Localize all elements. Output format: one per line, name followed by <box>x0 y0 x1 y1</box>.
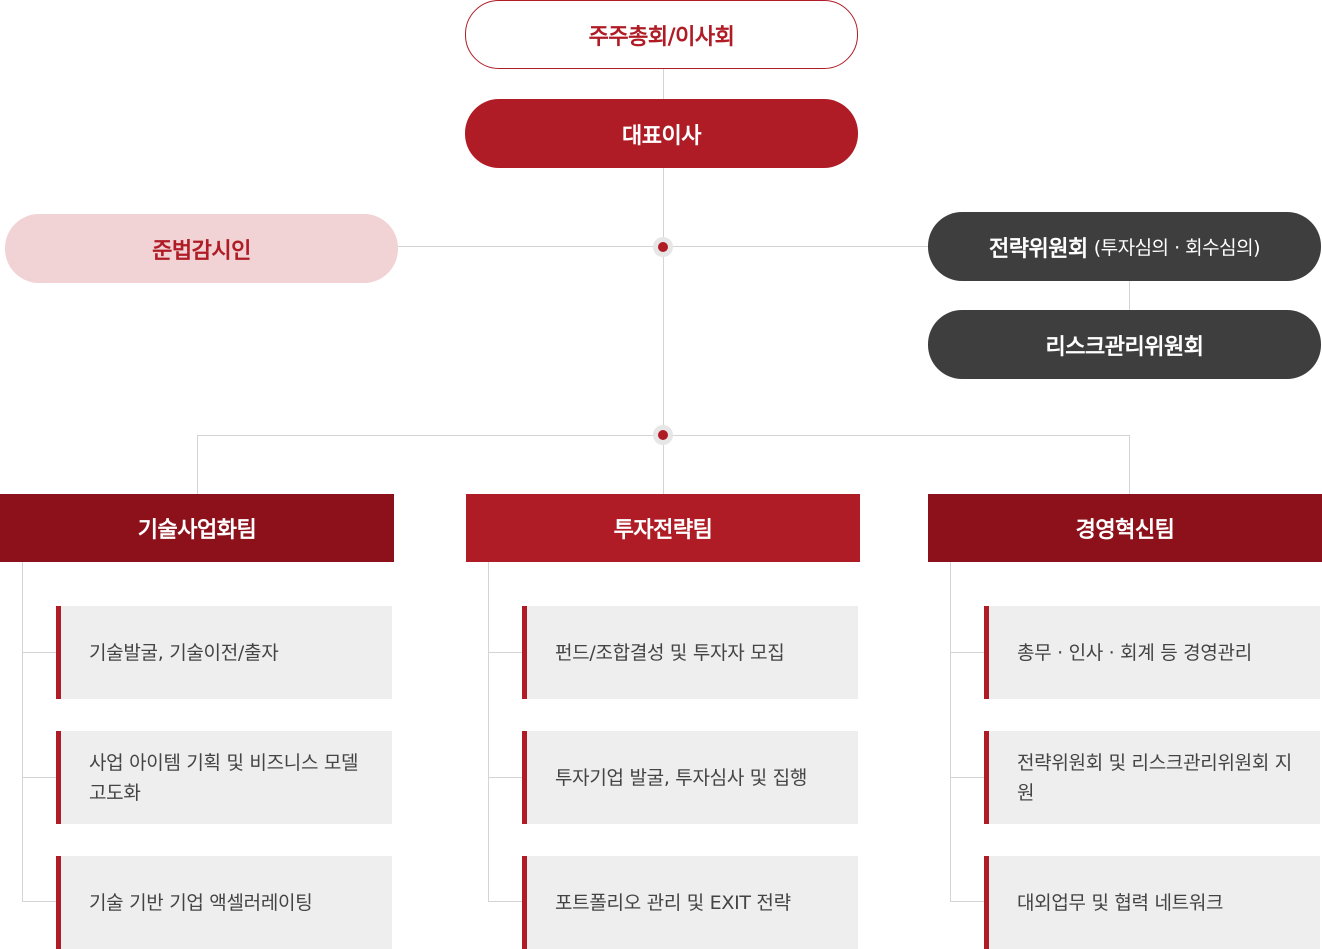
tree-line-team1 <box>22 562 23 902</box>
item-text: 기술발굴, 기술이전/출자 <box>89 641 279 664</box>
team1-item-2: 사업 아이템 기획 및 비즈니스 모델 고도화 <box>56 731 392 824</box>
team3-item-3: 대외업무 및 협력 네트워크 <box>984 856 1320 949</box>
item-text: 투자기업 발굴, 투자심사 및 집행 <box>555 766 808 789</box>
tree-line-team3 <box>950 562 951 902</box>
tree-branch-team2-1 <box>488 652 522 653</box>
team3-item-2: 전략위원회 및 리스크관리위원회 지원 <box>984 731 1320 824</box>
shareholders-board-label: 주주총회/이사회 <box>588 24 735 50</box>
ceo-label: 대표이사 <box>622 123 701 149</box>
item-text: 대외업무 및 협력 네트워크 <box>1017 891 1224 914</box>
tree-branch-team3-3 <box>950 901 984 902</box>
team-name: 경영혁신팀 <box>1075 518 1175 543</box>
connector-main-vertical <box>663 68 664 494</box>
team-header-tech-commercialization: 기술사업화팀 <box>0 494 394 562</box>
team-header-management-innovation: 경영혁신팀 <box>928 494 1322 562</box>
strategy-committee-label: 전략위원회 <box>989 236 1088 262</box>
item-text: 기술 기반 기업 액셀러레이팅 <box>89 891 313 914</box>
item-text: 총무 · 인사 · 회계 등 경영관리 <box>1017 641 1252 664</box>
team2-item-3: 포트폴리오 관리 및 EXIT 전략 <box>522 856 858 949</box>
strategy-committee-sublabel: (투자심의 · 회수심의) <box>1093 237 1261 259</box>
team2-item-1: 펀드/조합결성 및 투자자 모집 <box>522 606 858 699</box>
team1-item-3: 기술 기반 기업 액셀러레이팅 <box>56 856 392 949</box>
shareholders-board-node: 주주총회/이사회 <box>465 0 858 69</box>
tree-branch-team1-3 <box>22 901 56 902</box>
tree-branch-team3-2 <box>950 777 984 778</box>
strategy-committee-node: 전략위원회 (투자심의 · 회수심의) <box>928 212 1321 281</box>
team-name: 투자전략팀 <box>613 518 713 543</box>
team3-item-1: 총무 · 인사 · 회계 등 경영관리 <box>984 606 1320 699</box>
team-name: 기술사업화팀 <box>137 518 257 543</box>
tree-branch-team3-1 <box>950 652 984 653</box>
item-text: 사업 아이템 기획 및 비즈니스 모델 고도화 <box>89 751 359 804</box>
connector-team3-vertical <box>1129 435 1130 494</box>
item-text: 펀드/조합결성 및 투자자 모집 <box>555 641 785 664</box>
risk-committee-node: 리스크관리위원회 <box>928 310 1321 379</box>
junction-dot-upper <box>658 242 668 252</box>
tree-branch-team1-1 <box>22 652 56 653</box>
tree-branch-team2-2 <box>488 777 522 778</box>
compliance-officer-node: 준법감시인 <box>5 214 398 283</box>
junction-dot-lower <box>658 430 668 440</box>
tree-branch-team1-2 <box>22 777 56 778</box>
risk-committee-label: 리스크관리위원회 <box>1045 334 1204 360</box>
tree-branch-team2-3 <box>488 901 522 902</box>
team1-item-1: 기술발굴, 기술이전/출자 <box>56 606 392 699</box>
connector-team1-vertical <box>197 435 198 494</box>
connector-committee-vertical <box>1129 280 1130 311</box>
compliance-officer-label: 준법감시인 <box>152 238 251 264</box>
item-text: 전략위원회 및 리스크관리위원회 지원 <box>1017 751 1292 804</box>
ceo-node: 대표이사 <box>465 99 858 168</box>
team2-item-2: 투자기업 발굴, 투자심사 및 집행 <box>522 731 858 824</box>
tree-line-team2 <box>488 562 489 902</box>
team-header-investment-strategy: 투자전략팀 <box>466 494 860 562</box>
item-text: 포트폴리오 관리 및 EXIT 전략 <box>555 891 791 914</box>
